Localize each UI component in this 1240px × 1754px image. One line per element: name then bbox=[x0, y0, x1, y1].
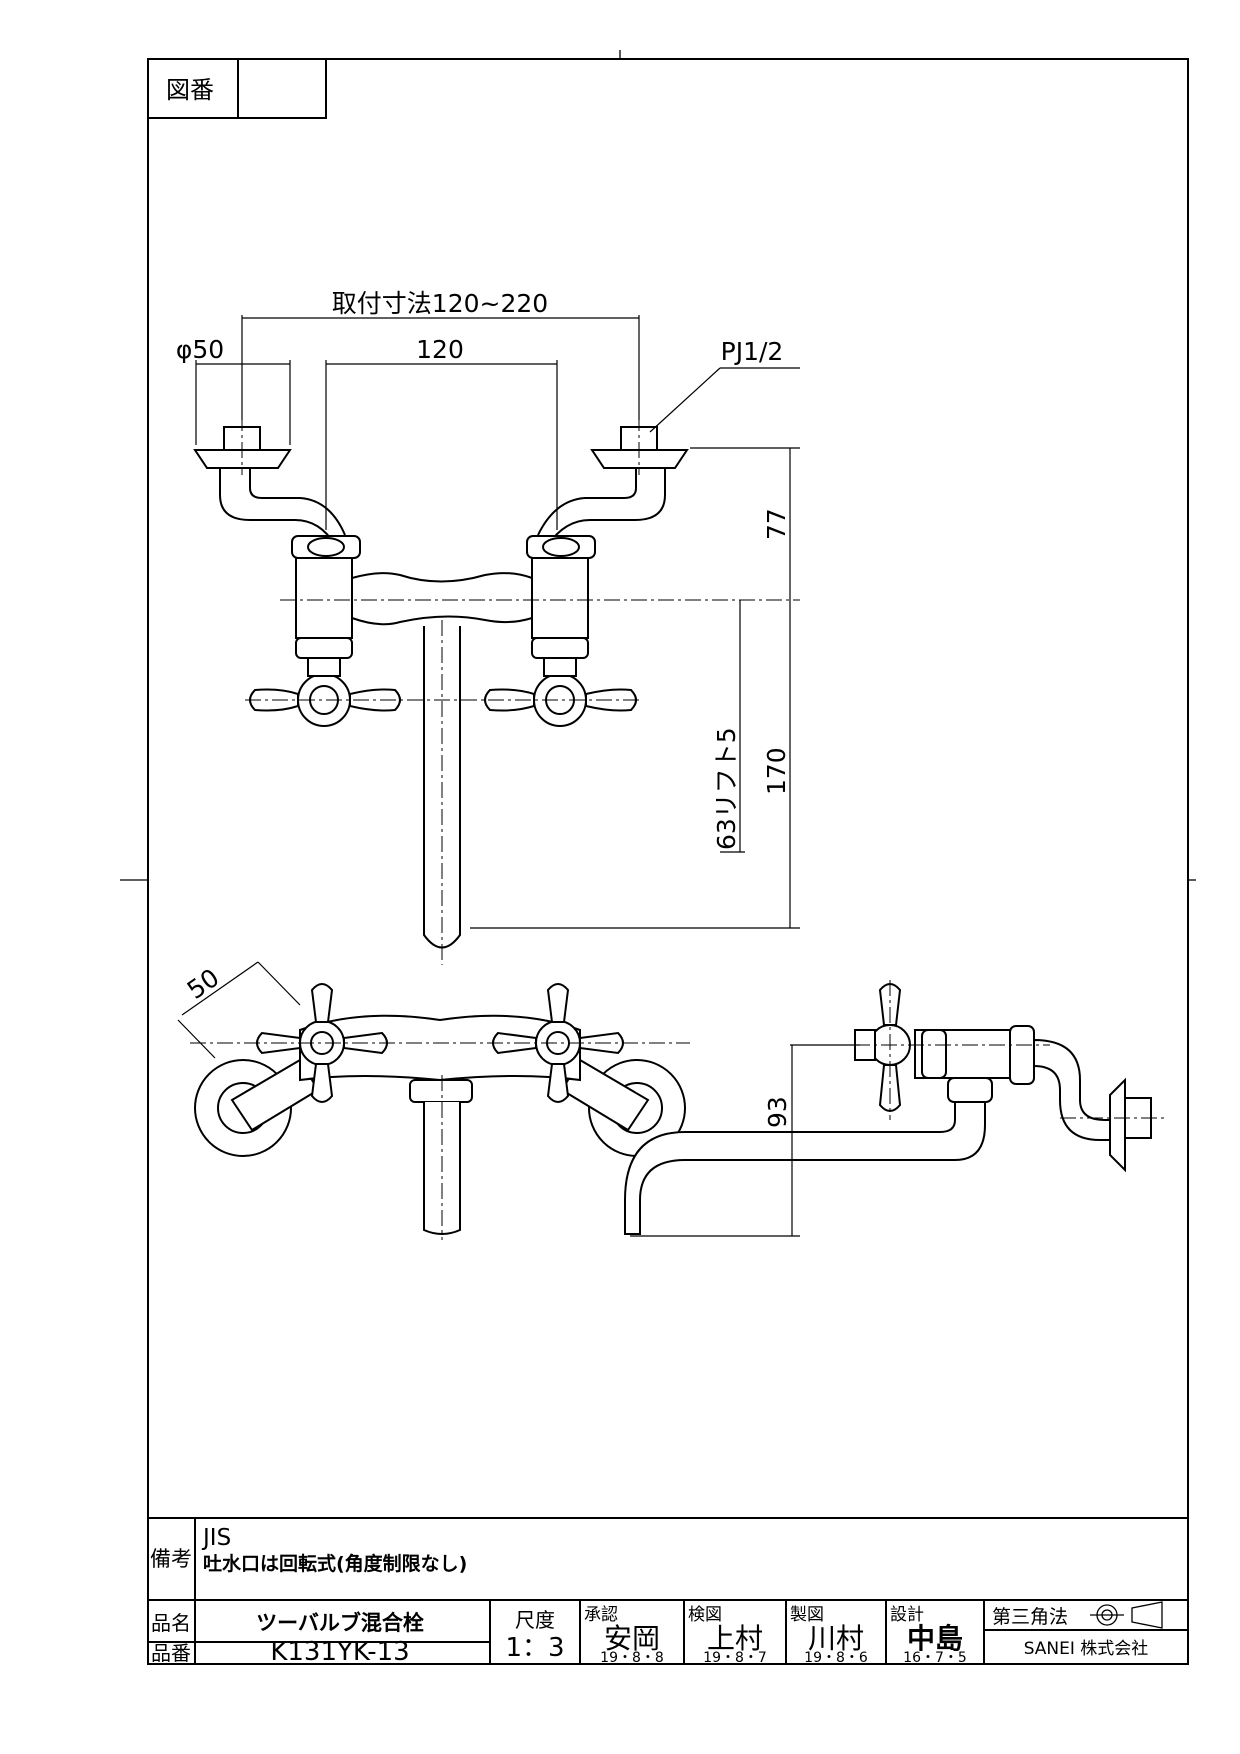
approval-date-1: 19・8・7 bbox=[703, 1650, 767, 1666]
name-label: 品名 bbox=[151, 1611, 191, 1635]
remarks-line1: JIS bbox=[201, 1525, 231, 1551]
dim-center-120: 120 bbox=[416, 335, 464, 364]
approval-role-1: 検図 bbox=[688, 1605, 722, 1625]
dim-170: 170 bbox=[762, 747, 791, 795]
side-dimensions: 93 bbox=[630, 1044, 860, 1237]
projection-label: 第三角法 bbox=[992, 1606, 1068, 1628]
product-name: ツーバルブ混合栓 bbox=[256, 1611, 424, 1635]
scale-label: 尺度 bbox=[515, 1608, 555, 1632]
dim-50-top: 50 bbox=[182, 963, 225, 1005]
top-view bbox=[190, 983, 690, 1240]
drawing-number-box: 図番 bbox=[147, 58, 327, 119]
company-name: SANEI 株式会社 bbox=[1024, 1639, 1149, 1659]
approval-name-3: 中島 bbox=[907, 1622, 963, 1655]
dim-thread: PJ1/2 bbox=[721, 337, 784, 366]
scale-value: 1：3 bbox=[505, 1633, 564, 1663]
product-code: K131YK-13 bbox=[270, 1637, 409, 1667]
front-dimensions: 取付寸法120~220 φ50 120 PJ1/2 77 170 63リフト5 bbox=[176, 289, 800, 929]
approval-role-0: 承認 bbox=[584, 1605, 618, 1625]
dim-mount-range: 取付寸法120~220 bbox=[332, 289, 548, 318]
remarks-line2: 吐水口は回転式(角度制限なし) bbox=[203, 1552, 467, 1575]
dim-93: 93 bbox=[763, 1096, 792, 1128]
front-view bbox=[193, 415, 800, 965]
approval-role-3: 設計 bbox=[890, 1605, 924, 1625]
side-view bbox=[624, 980, 1165, 1235]
dim-diameter: φ50 bbox=[176, 335, 224, 364]
approval-date-0: 19・8・8 bbox=[600, 1650, 664, 1666]
code-label: 品番 bbox=[151, 1641, 191, 1665]
title-block: 備考 JIS 吐水口は回転式(角度制限なし) 品名 ツーバルブ混合栓 品番 K1… bbox=[148, 1517, 1188, 1667]
remarks-label: 備考 bbox=[150, 1547, 192, 1571]
sheet-border bbox=[147, 58, 1189, 1665]
approval-name-0: 安岡 bbox=[604, 1622, 660, 1655]
approval-role-2: 製図 bbox=[790, 1605, 824, 1625]
dim-63-lift: 63リフト5 bbox=[712, 727, 741, 850]
drawing-number-label: 図番 bbox=[166, 76, 214, 104]
dim-77: 77 bbox=[762, 508, 791, 540]
approval-name-1: 上村 bbox=[707, 1622, 763, 1655]
approval-date-2: 19・8・6 bbox=[804, 1650, 868, 1666]
approval-name-2: 川村 bbox=[808, 1622, 864, 1655]
approval-date-3: 16・7・5 bbox=[903, 1650, 967, 1666]
third-angle-projection-icon bbox=[1090, 1601, 1163, 1629]
